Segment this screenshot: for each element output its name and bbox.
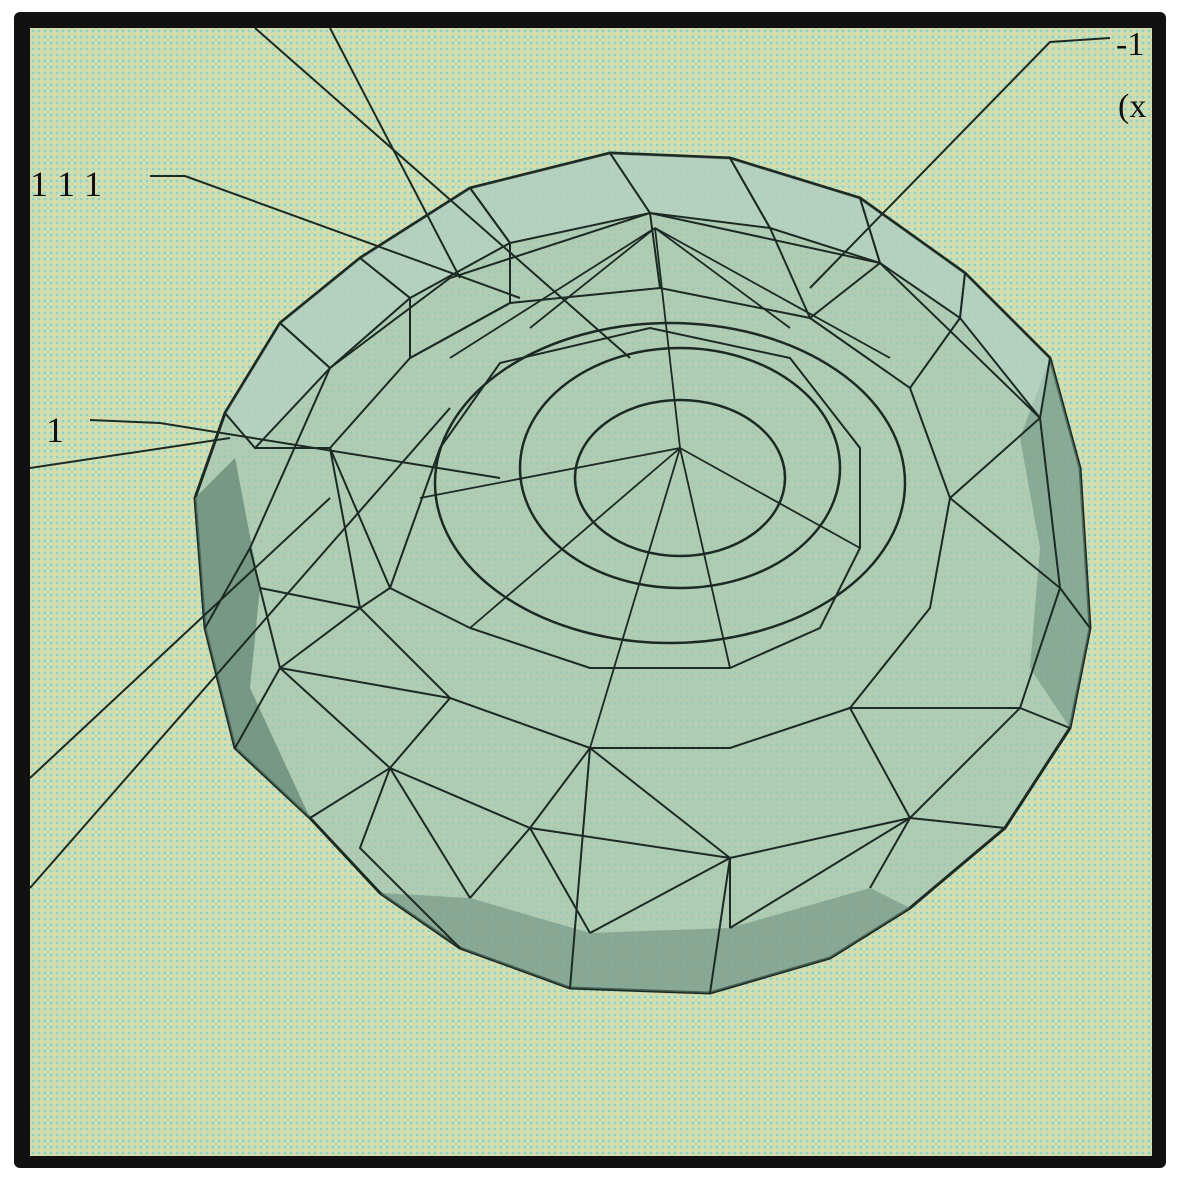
leader-lines (30, 28, 1111, 889)
axis-line-e (30, 407, 451, 889)
label-111: 1 1 1 (30, 164, 102, 204)
shade-bottom (380, 888, 910, 993)
crystal-model-view (30, 28, 1111, 995)
axis-line-d (30, 497, 331, 779)
label-1: 1 (46, 410, 64, 450)
ring-medium (518, 346, 842, 590)
axis-line-b (329, 28, 461, 279)
axis-line-a (254, 28, 631, 359)
ring-large (433, 321, 907, 645)
label-x: (x (1118, 88, 1147, 125)
lower-facets (204, 547, 1091, 994)
inner-rings (433, 321, 907, 645)
wireframe-facets (248, 211, 1062, 860)
leader-1 (89, 419, 501, 479)
axis-line-c (30, 437, 231, 469)
leader-111 (150, 175, 521, 299)
viewport-screen: 1 1 1 1 -1 (x (30, 28, 1152, 1156)
label-minus-1: -1 (1116, 28, 1145, 63)
radial-spokes (419, 227, 891, 749)
leader-minus1 (809, 37, 1111, 289)
shade-left (195, 458, 310, 818)
ring-small (573, 398, 787, 558)
